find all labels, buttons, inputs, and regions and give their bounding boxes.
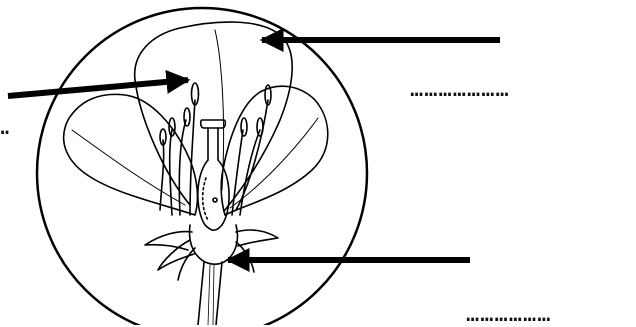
sepal-right	[236, 230, 278, 246]
flower-drawing	[64, 22, 328, 325]
left-petal	[64, 94, 198, 215]
top-petal	[135, 22, 293, 210]
answer-blank-petal[interactable]: …………………	[410, 80, 510, 100]
right-petal	[221, 86, 328, 215]
answer-blank-sepal[interactable]: ………………	[466, 305, 551, 325]
sepal-left	[145, 232, 192, 250]
arrow-stamen	[8, 80, 188, 96]
answer-blank-stamen[interactable]: …	[0, 118, 10, 138]
style	[208, 128, 218, 160]
stigma	[201, 120, 226, 128]
